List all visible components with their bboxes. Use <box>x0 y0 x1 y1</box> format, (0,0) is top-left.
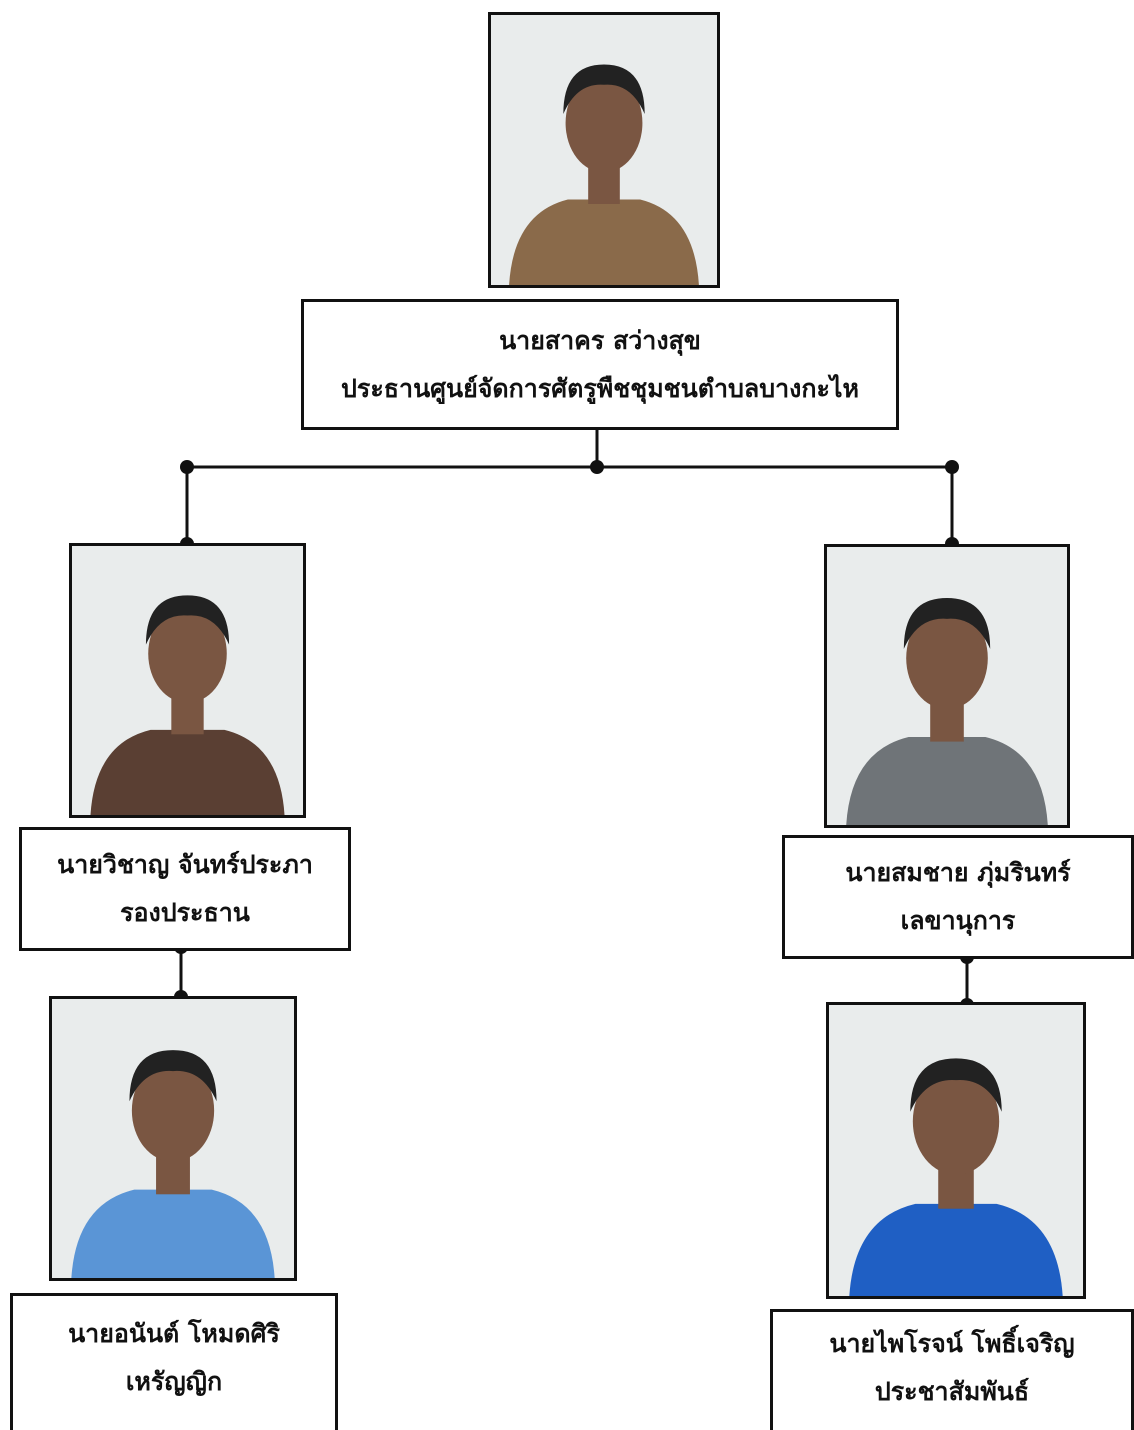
shirt <box>90 729 285 815</box>
chairman-name: นายสาคร สว่างสุข <box>499 325 701 355</box>
chairman-photo <box>488 12 720 288</box>
face <box>148 604 227 703</box>
secretary-photo <box>824 544 1070 828</box>
vice-chairman-photo <box>69 543 306 818</box>
vice-chairman-label: นายวิชาญ จันทร์ประภา รองประธาน <box>19 827 351 951</box>
face <box>131 1059 215 1162</box>
shirt <box>71 1189 275 1278</box>
shirt <box>846 736 1048 825</box>
secretary-role: เลขานุการ <box>900 906 1016 935</box>
connector-dot <box>590 460 604 474</box>
connector-dot <box>180 460 194 474</box>
vice-chairman-role: รองประธาน <box>120 898 250 927</box>
portrait-image <box>72 546 303 815</box>
portrait-image <box>827 547 1067 825</box>
portrait-image <box>491 15 717 285</box>
face <box>565 73 643 173</box>
shirt <box>849 1203 1063 1296</box>
hair <box>145 595 230 645</box>
portrait-image <box>52 999 294 1278</box>
portrait-image <box>829 1005 1083 1296</box>
face <box>906 607 988 710</box>
treasurer-photo <box>49 996 297 1281</box>
hair <box>910 1058 1002 1112</box>
hair <box>903 597 991 649</box>
pr-name: นายไพโรจน์ โพธิ์เจริญ <box>829 1329 1075 1358</box>
connector-dot <box>945 460 959 474</box>
chairman-label: นายสาคร สว่างสุข ประธานศูนย์จัดการศัตรูพ… <box>301 299 899 430</box>
hair <box>129 1050 217 1102</box>
secretary-label: นายสมชาย ภุ่มรินทร์ เลขานุการ <box>782 835 1134 959</box>
shirt <box>509 199 699 285</box>
secretary-name: นายสมชาย ภุ่มรินทร์ <box>845 858 1071 887</box>
hair <box>563 64 645 114</box>
treasurer-role: เหรัญญิก <box>125 1367 223 1396</box>
pr-label: นายไพโรจน์ โพธิ์เจริญ ประชาสัมพันธ์ <box>770 1309 1134 1430</box>
pr-role: ประชาสัมพันธ์ <box>874 1377 1030 1406</box>
chairman-role: ประธานศูนย์จัดการศัตรูพืชชุมชนตำบลบางกะไ… <box>341 373 859 403</box>
treasurer-label: นายอนันต์ โหมดศิริ เหรัญญิก <box>10 1293 338 1430</box>
pr-photo <box>826 1002 1086 1299</box>
vice-chairman-name: นายวิชาญ จันทร์ประภา <box>57 850 313 879</box>
treasurer-name: นายอนันต์ โหมดศิริ <box>68 1319 280 1348</box>
face <box>912 1068 1000 1175</box>
